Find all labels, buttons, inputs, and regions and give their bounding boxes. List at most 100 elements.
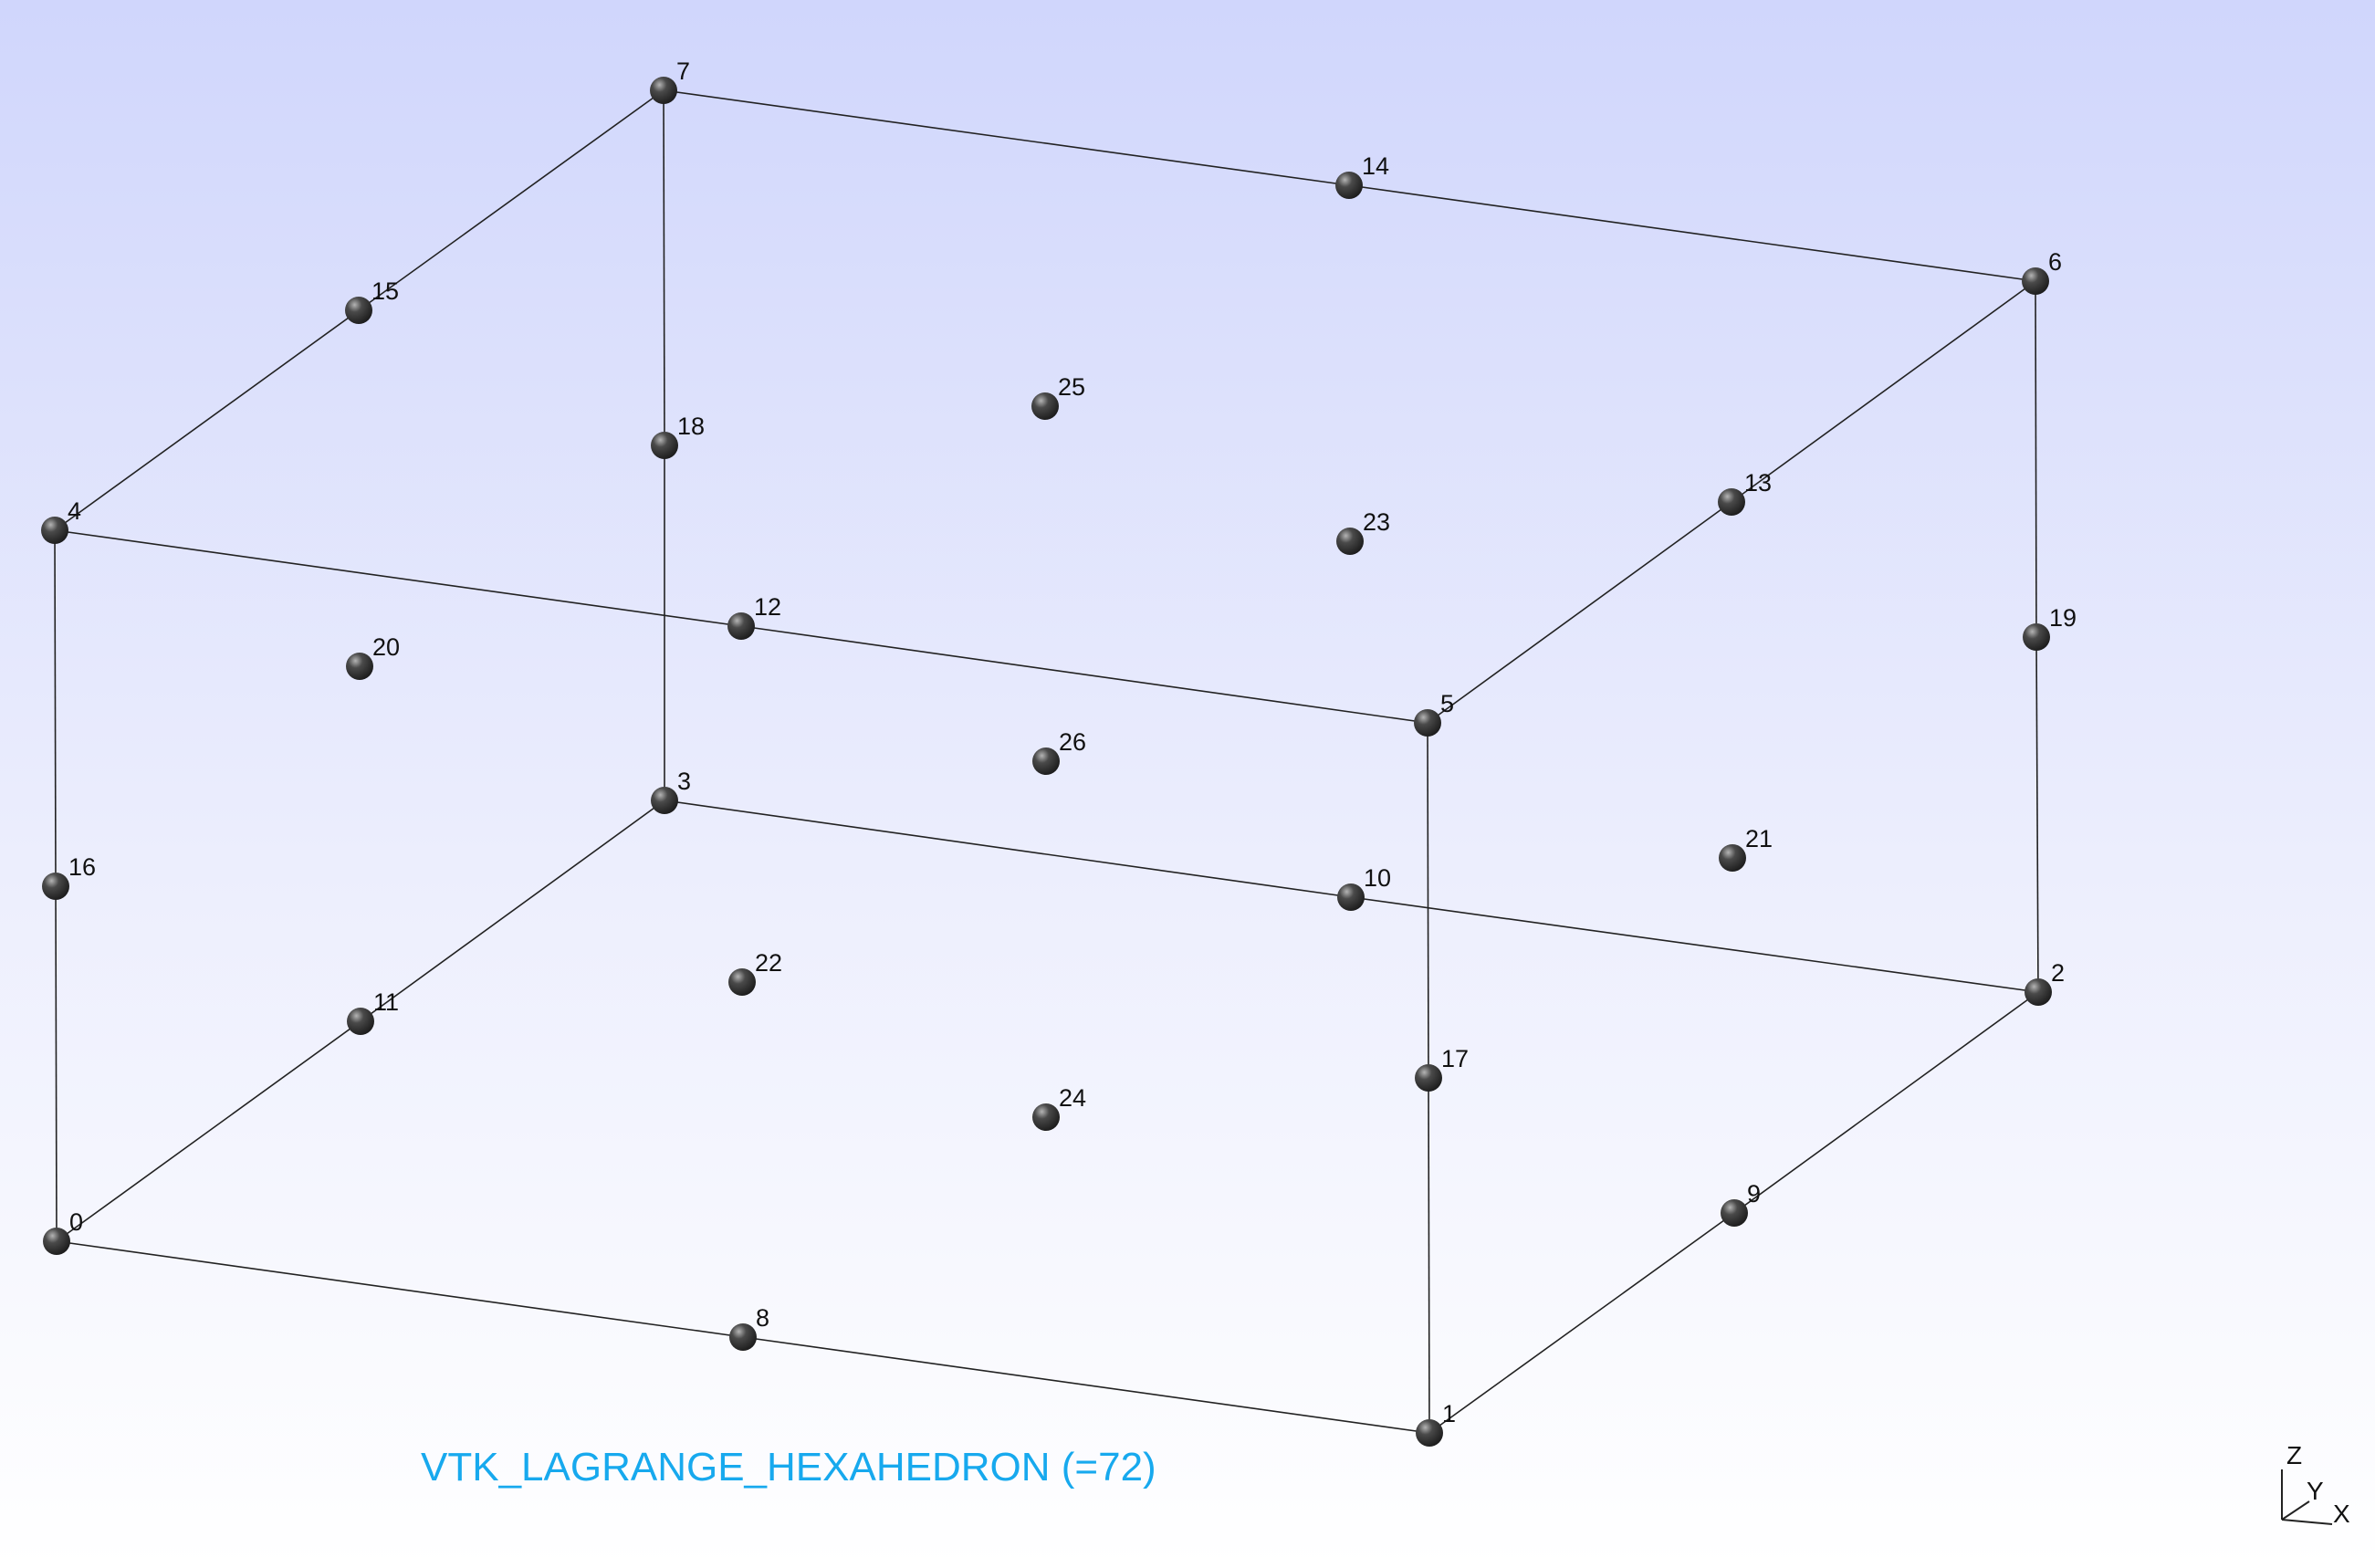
node-label-12: 12 [754, 593, 781, 621]
node-22: 22 [728, 949, 782, 996]
node-sphere-24 [1032, 1103, 1060, 1131]
node-sphere-26 [1032, 747, 1060, 775]
node-label-3: 3 [677, 768, 691, 795]
node-sphere-8 [729, 1323, 757, 1351]
node-sphere-0 [43, 1228, 70, 1255]
node-label-6: 6 [2048, 248, 2062, 276]
node-label-20: 20 [372, 633, 400, 661]
node-label-1: 1 [1442, 1400, 1456, 1427]
node-sphere-23 [1336, 528, 1364, 555]
edge-10-3 [664, 800, 1352, 898]
node-13: 13 [1718, 469, 1772, 516]
node-label-11: 11 [373, 988, 399, 1016]
node-25: 25 [1031, 373, 1085, 420]
node-24: 24 [1032, 1084, 1086, 1131]
node-label-17: 17 [1441, 1045, 1469, 1072]
edge-1-17 [1428, 1077, 1430, 1434]
edge-3-11 [360, 800, 665, 1022]
edge-5-13 [1427, 501, 1732, 724]
node-19: 19 [2023, 604, 2077, 651]
edge-7-15 [358, 89, 664, 311]
x-axis-label: X [2333, 1500, 2350, 1528]
node-10: 10 [1337, 864, 1391, 911]
node-sphere-22 [728, 968, 756, 996]
edge-12-5 [740, 625, 1428, 724]
node-3: 3 [651, 768, 691, 814]
cell-type-caption: VTK_LAGRANGE_HEXAHEDRON (=72) [421, 1445, 1156, 1490]
edge-6-14 [1348, 184, 2036, 282]
orientation-axes-widget: Z Y X [2281, 1441, 2350, 1528]
edge-13-6 [1731, 280, 2036, 503]
node-sphere-17 [1415, 1064, 1442, 1092]
node-7: 7 [650, 57, 690, 104]
node-sphere-1 [1416, 1419, 1443, 1447]
nodes: 0123456789101112131415161718192021222324… [41, 57, 2077, 1447]
node-label-24: 24 [1059, 1084, 1086, 1112]
node-label-5: 5 [1440, 690, 1454, 717]
node-sphere-9 [1721, 1199, 1748, 1227]
edge-19-6 [2035, 280, 2037, 638]
node-6: 6 [2022, 248, 2062, 295]
node-label-23: 23 [1363, 508, 1390, 536]
node-label-7: 7 [676, 57, 690, 85]
node-sphere-7 [650, 77, 677, 104]
node-sphere-13 [1718, 488, 1745, 516]
node-0: 0 [43, 1208, 83, 1255]
node-14: 14 [1335, 152, 1389, 199]
node-label-15: 15 [371, 277, 399, 305]
node-sphere-14 [1335, 172, 1363, 199]
node-5: 5 [1414, 690, 1454, 737]
edge-1-9 [1428, 1212, 1735, 1434]
node-sphere-4 [41, 517, 68, 544]
node-label-16: 16 [68, 853, 96, 881]
node-label-25: 25 [1058, 373, 1085, 401]
node-sphere-10 [1337, 883, 1365, 911]
edge-4-12 [54, 529, 742, 627]
node-label-10: 10 [1364, 864, 1391, 892]
node-8: 8 [729, 1304, 769, 1351]
node-sphere-5 [1414, 709, 1441, 737]
node-4: 4 [41, 497, 81, 544]
edge-16-4 [54, 529, 57, 887]
node-sphere-19 [2023, 623, 2050, 651]
node-sphere-20 [346, 653, 373, 680]
node-label-9: 9 [1747, 1180, 1761, 1207]
y-axis-line [2281, 1500, 2310, 1521]
edge-2-19 [2035, 636, 2039, 993]
node-sphere-2 [2025, 978, 2052, 1006]
edges [54, 89, 2039, 1434]
node-12: 12 [727, 593, 781, 640]
x-axis-line [2281, 1519, 2333, 1525]
node-23: 23 [1336, 508, 1390, 555]
node-label-14: 14 [1362, 152, 1389, 180]
edge-9-2 [1733, 991, 2039, 1214]
node-16: 16 [42, 853, 96, 900]
node-26: 26 [1032, 728, 1086, 775]
node-label-4: 4 [68, 497, 81, 525]
node-9: 9 [1721, 1180, 1761, 1227]
node-sphere-18 [651, 432, 678, 459]
edge-2-10 [1350, 896, 2039, 993]
z-axis-label: Z [2286, 1441, 2302, 1469]
node-1: 1 [1416, 1400, 1456, 1447]
edge-0-8 [56, 1240, 744, 1338]
node-sphere-12 [727, 612, 755, 640]
node-11: 11 [347, 988, 399, 1035]
node-15: 15 [345, 277, 399, 324]
node-2: 2 [2025, 959, 2065, 1006]
edge-14-7 [663, 89, 1350, 186]
node-sphere-3 [651, 787, 678, 814]
node-label-22: 22 [755, 949, 782, 977]
node-label-13: 13 [1744, 469, 1772, 497]
edge-11-0 [56, 1020, 361, 1242]
node-label-0: 0 [69, 1208, 83, 1236]
node-label-21: 21 [1745, 825, 1773, 852]
node-20: 20 [346, 633, 400, 680]
node-sphere-6 [2022, 267, 2049, 295]
node-sphere-11 [347, 1008, 374, 1035]
node-label-26: 26 [1059, 728, 1086, 756]
edge-15-4 [54, 309, 360, 531]
node-sphere-15 [345, 297, 372, 324]
node-sphere-16 [42, 873, 69, 900]
